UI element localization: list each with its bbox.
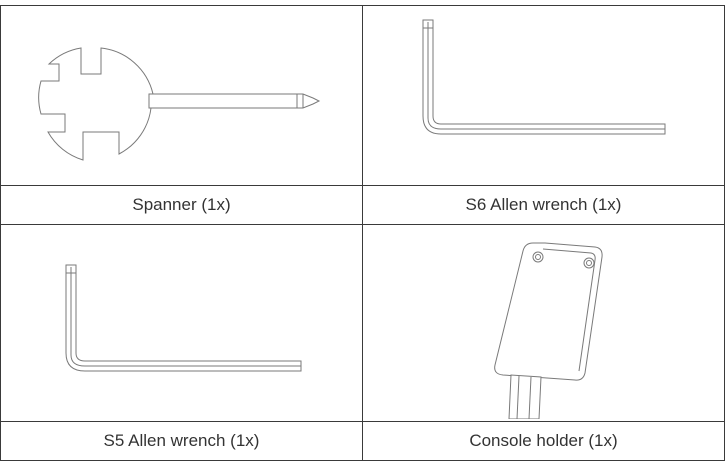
parts-table: Spanner (1x) S6 Allen wrench (1x) xyxy=(0,5,725,461)
s5-allen-wrench-image-cell xyxy=(0,224,363,422)
spanner-image-cell xyxy=(0,5,363,186)
parts-row-images-1 xyxy=(0,5,725,186)
parts-row-images-2 xyxy=(0,224,725,422)
console-holder-image-cell xyxy=(362,224,725,422)
s6-allen-wrench-image-cell xyxy=(362,5,725,186)
allen-wrench-icon xyxy=(422,19,666,135)
s6-allen-wrench-caption: S6 Allen wrench (1x) xyxy=(362,185,725,225)
spanner-icon xyxy=(38,47,321,161)
spanner-caption: Spanner (1x) xyxy=(0,185,363,225)
allen-wrench-icon xyxy=(65,264,302,372)
console-holder-caption: Console holder (1x) xyxy=(362,421,725,461)
s5-allen-wrench-caption: S5 Allen wrench (1x) xyxy=(0,421,363,461)
console-holder-icon xyxy=(494,242,603,419)
parts-row-captions-1: Spanner (1x) S6 Allen wrench (1x) xyxy=(0,185,725,225)
parts-row-captions-2: S5 Allen wrench (1x) Console holder (1x) xyxy=(0,421,725,461)
